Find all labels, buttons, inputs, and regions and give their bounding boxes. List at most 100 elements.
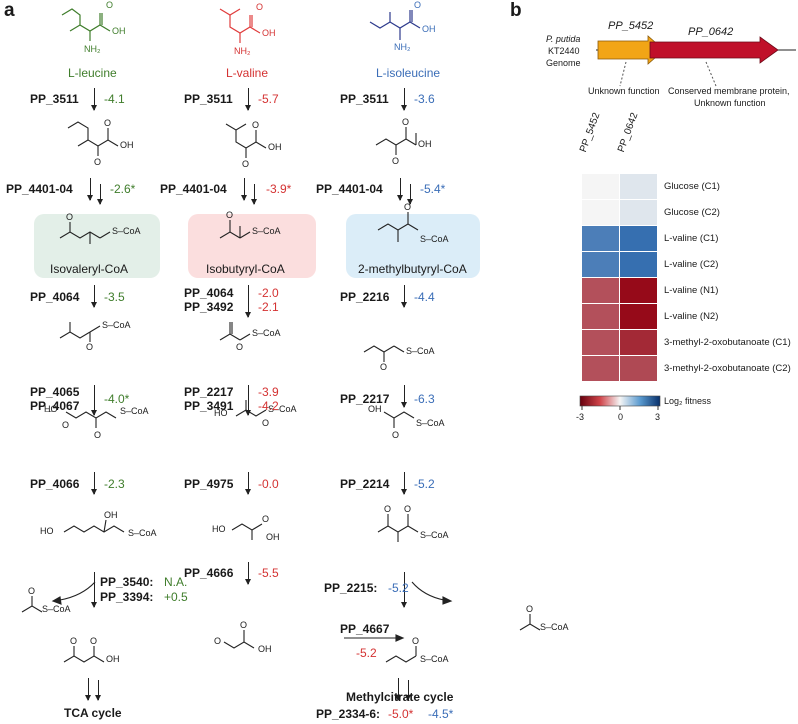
gene1-function: Unknown function (588, 86, 660, 96)
keto-leu-oh: OH (120, 140, 134, 150)
mgc-o1: O (62, 420, 70, 430)
gene-label-pp0642: PP_0642 (688, 26, 734, 38)
pp2215-branch-arrow (411, 581, 445, 601)
gene2-function-2: Unknown function (694, 98, 766, 108)
heatmap-row-label: Glucose (C1) (664, 181, 720, 192)
ile-o-label: O (414, 0, 422, 10)
val-nh2-label: NH₂ (234, 46, 251, 56)
isovaleryl-coa-box (34, 214, 160, 278)
val-fit-3b: -2.1 (258, 300, 279, 314)
val-gene-1: PP_3511 (184, 92, 233, 106)
heatmap-cell (582, 356, 619, 381)
mgc-o2: O (94, 430, 102, 440)
valine-label: L-valine (226, 66, 269, 80)
leu-oh-label: OH (112, 26, 126, 36)
panel-label-a: a (4, 0, 15, 21)
colorbar (579, 395, 661, 407)
heatmap-cell (582, 226, 619, 251)
methacrylyl-o: O (236, 342, 244, 352)
ile-fit-5: -5.2 (414, 477, 435, 491)
leu-gene-6a: PP_3540: (100, 575, 154, 589)
keto-val-o1: O (252, 120, 260, 130)
ile-gene-6: PP_2215: (324, 581, 378, 595)
leu-gene-4a: PP_4065 (30, 385, 80, 399)
hib-ho: HO (212, 524, 226, 534)
aa-oh: OH (106, 654, 120, 664)
heatmap-row-label: L-valine (C2) (664, 259, 719, 270)
mhb-coa-oh: OH (368, 404, 382, 414)
methylbutyryl-scoa: S–CoA (420, 234, 449, 244)
strain-name: KT2440 (548, 46, 580, 56)
methylmalonate-semialdehyde (223, 641, 255, 649)
val-fit-7: -5.2 (356, 646, 377, 660)
hmg-ho: HO (40, 526, 54, 536)
leu-fit-4: -4.0* (104, 392, 130, 406)
methacrylyl-coa (219, 333, 241, 341)
ile-gene-5: PP_2214 (340, 477, 390, 491)
heatmap-row-label: L-valine (C1) (664, 233, 719, 244)
mmsa-o1: O (214, 636, 222, 646)
gene2-function-1: Conserved membrane protein, (668, 86, 790, 96)
val-fit-4a: -3.9 (258, 385, 279, 399)
hib-coa-ho: HO (214, 408, 228, 418)
methylcrotonyl-coa (59, 331, 91, 339)
heatmap-cell (582, 252, 619, 277)
leu-gene-5: PP_4066 (30, 477, 80, 491)
keto-val-oh: OH (268, 142, 282, 152)
isobutyryl-coa-label: Isobutyryl-CoA (206, 262, 285, 276)
genome-map (596, 35, 796, 87)
mhb-coa-o: O (392, 430, 400, 440)
colorbar-label: Log₂ fitness (664, 396, 712, 406)
methylbutyryl-coa (377, 223, 409, 231)
methacrylyl-scoa: S–CoA (252, 328, 281, 338)
mcc-scoa: S–CoA (102, 320, 131, 330)
leu-fit-2: -2.6* (110, 182, 136, 196)
heatmap-cell (620, 304, 657, 329)
colorbar-tick-zero: 0 (618, 412, 624, 422)
heatmap-row-label: 3-methyl-2-oxobutanoate (C2) (664, 363, 791, 374)
mcc-o: O (86, 342, 94, 352)
leu-fit-3: -3.5 (104, 290, 125, 304)
heatmap-cell (620, 356, 657, 381)
val-fit-4b: -4.2 (258, 399, 279, 413)
keto-val-o2: O (242, 159, 250, 169)
hmg-oh: OH (104, 510, 118, 520)
hydroxyisobutyryl-coa (235, 409, 267, 417)
heatmap-cell (620, 330, 657, 355)
isovaleryl-coa (59, 231, 101, 239)
tiglyl-coa (363, 345, 395, 353)
ile-fit-4: -6.3 (414, 392, 435, 406)
acetyl-leu-scoa: S–CoA (42, 604, 71, 614)
hib-coa-o: O (262, 418, 270, 428)
val-fit-1: -5.7 (258, 92, 279, 106)
ile-nh2-label: NH₂ (394, 42, 411, 52)
tca-cycle-label: TCA cycle (64, 706, 122, 720)
val-fit-3a: -2.0 (258, 286, 279, 300)
valine-structure (219, 8, 261, 43)
prop-o: O (412, 636, 420, 646)
colorbar-tick-max: 3 (655, 412, 661, 422)
propionyl-coa (385, 655, 417, 663)
val-gene-3a: PP_4064 (184, 286, 234, 300)
isovaleryl-o: O (66, 212, 74, 222)
heatmap-cell (620, 278, 657, 303)
methylbutyryl-coa-box (346, 214, 480, 278)
ile-end-fit-blue: -4.5* (428, 707, 454, 721)
methylhydroxybutyryl-coa (383, 411, 415, 419)
acetoacetate (63, 655, 105, 663)
hmg-coa (63, 525, 125, 533)
heatmap-cell (582, 304, 619, 329)
maa-scoa: S–CoA (420, 530, 449, 540)
acetyl-leu-o: O (28, 586, 36, 596)
pp-0642-gene-arrow (649, 36, 779, 64)
isoleucine-structure (369, 10, 421, 40)
ile-fit-6: -5.2 (388, 581, 409, 595)
heatmap-cell (620, 200, 657, 225)
ile-end-genes: PP_2334-6: (316, 707, 381, 721)
acetyl-ile-o: O (526, 604, 534, 614)
leu-fit-5: -2.3 (104, 477, 125, 491)
acetyl-ile-scoa: S–CoA (540, 622, 569, 632)
aa-o2: O (90, 636, 98, 646)
leu-gene-1: PP_3511 (30, 92, 79, 106)
leucine-structure (61, 8, 111, 41)
